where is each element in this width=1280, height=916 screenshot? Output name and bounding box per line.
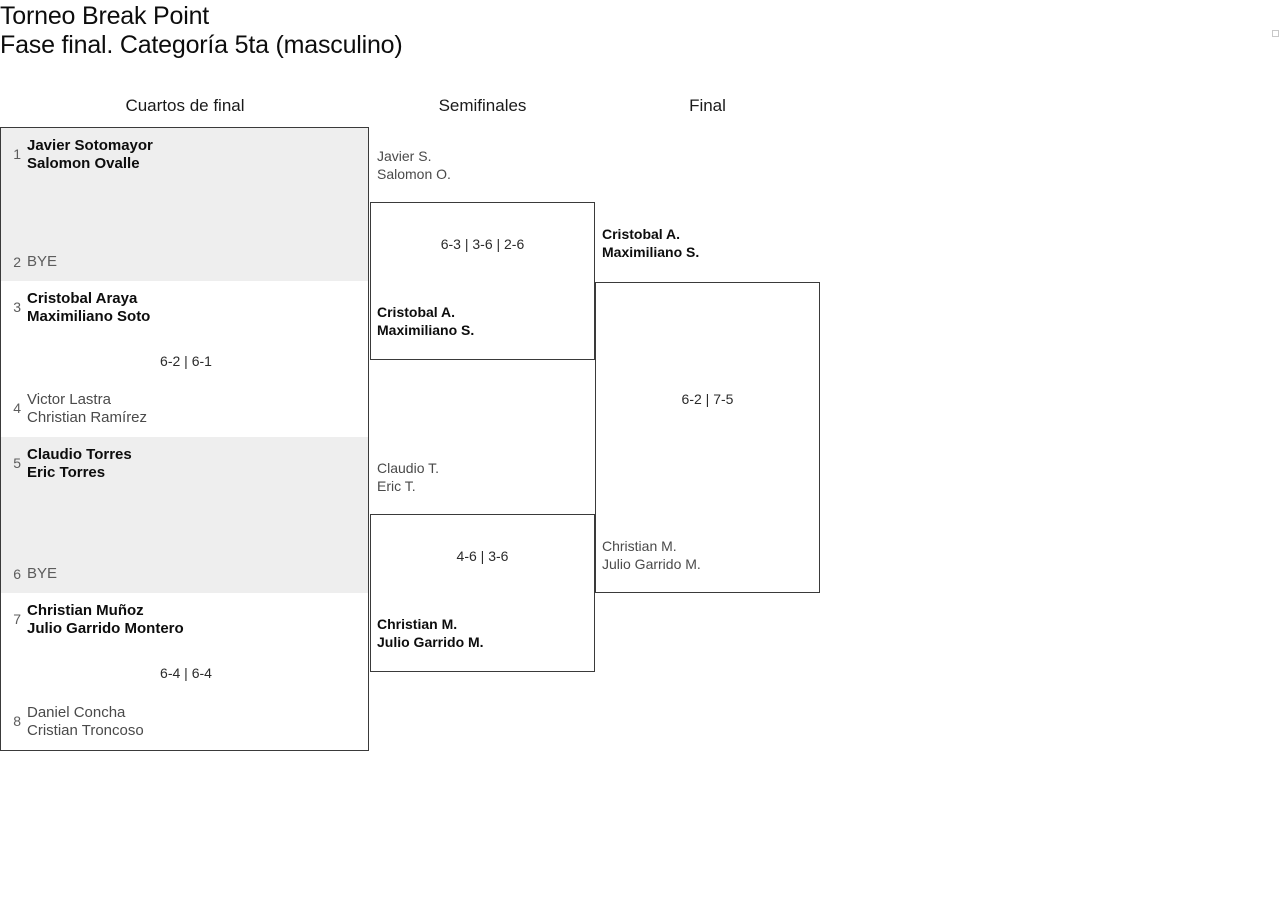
seed-number: 2 xyxy=(13,254,21,270)
final-slot-bottom[interactable]: Christian M. Julio Garrido M. xyxy=(602,537,820,573)
semifinal-match-1[interactable] xyxy=(370,202,595,360)
player-name: Julio Garrido M. xyxy=(377,634,484,650)
player-name: Christian M. xyxy=(602,538,677,554)
corner-square-marker xyxy=(1272,30,1279,37)
semifinal-1-slot-top[interactable]: Javier S. Salomon O. xyxy=(377,147,595,183)
team-names: Daniel Concha Cristian Troncoso xyxy=(27,704,370,740)
player-name: Claudio Torres xyxy=(27,446,132,463)
semifinal-2-slot-bottom[interactable]: Christian M. Julio Garrido M. xyxy=(377,615,595,651)
semifinal-1-score: 6-3 | 3-6 | 2-6 xyxy=(440,236,525,252)
player-name: Cristian Troncoso xyxy=(27,722,144,739)
quarterfinal-match-4[interactable]: 7 Christian Muñoz Julio Garrido Montero … xyxy=(0,593,369,751)
team-names: Christian Muñoz Julio Garrido Montero xyxy=(27,602,370,638)
player-name: Eric Torres xyxy=(27,464,106,481)
player-name: Cristobal A. xyxy=(602,226,681,242)
tournament-name: Torneo Break Point xyxy=(0,2,210,30)
tournament-title-block: Torneo Break Point Fase final. Categoría… xyxy=(0,2,900,60)
player-name: Cristobal Araya xyxy=(27,290,138,307)
final-score: 6-2 | 7-5 xyxy=(681,391,734,407)
player-name: Christian Ramírez xyxy=(27,409,148,426)
player-name: BYE xyxy=(27,253,58,270)
team-names: Javier Sotomayor Salomon Ovalle xyxy=(27,137,370,173)
player-name: Julio Garrido M. xyxy=(602,556,701,572)
match-slot-bottom[interactable]: 6 BYE xyxy=(1,565,370,583)
player-name: Maximiliano Soto xyxy=(27,308,151,325)
team-names: Victor Lastra Christian Ramírez xyxy=(27,391,370,427)
player-name: Christian Muñoz xyxy=(27,602,144,619)
player-name: Salomon O. xyxy=(377,166,451,182)
round-header-quarterfinals: Cuartos de final xyxy=(125,96,245,115)
player-name: Eric T. xyxy=(377,478,416,494)
match-slot-bottom[interactable]: 4 Victor Lastra Christian Ramírez xyxy=(1,391,370,427)
team-names: Cristobal Araya Maximiliano Soto xyxy=(27,290,370,326)
match-slot-top[interactable]: 7 Christian Muñoz Julio Garrido Montero xyxy=(1,602,370,638)
player-name: Javier Sotomayor xyxy=(27,137,153,154)
player-name: Cristobal A. xyxy=(377,304,456,320)
player-name: Julio Garrido Montero xyxy=(27,620,184,637)
player-name: Christian M. xyxy=(377,616,458,632)
player-name: Daniel Concha xyxy=(27,704,126,721)
tournament-subtitle: Fase final. Categoría 5ta (masculino) xyxy=(0,31,403,59)
match-score: 6-2 | 6-1 xyxy=(160,353,212,369)
player-name: Maximiliano S. xyxy=(602,244,700,260)
seed-number: 5 xyxy=(13,455,21,471)
seed-number: 8 xyxy=(13,713,21,729)
round-header-semifinals: Semifinales xyxy=(438,96,527,115)
seed-number: 4 xyxy=(13,400,21,416)
match-score: 6-4 | 6-4 xyxy=(160,665,212,681)
seed-number: 6 xyxy=(13,566,21,582)
team-names: Claudio Torres Eric Torres xyxy=(27,446,370,482)
player-name: Salomon Ovalle xyxy=(27,155,140,172)
quarterfinal-match-1[interactable]: 1 Javier Sotomayor Salomon Ovalle 2 BYE xyxy=(0,127,369,282)
player-name: BYE xyxy=(27,565,58,582)
round-header-final: Final xyxy=(689,96,726,115)
quarterfinal-match-2[interactable]: 3 Cristobal Araya Maximiliano Soto 6-2 |… xyxy=(0,281,369,438)
seed-number: 3 xyxy=(13,299,21,315)
player-name: Claudio T. xyxy=(377,460,440,476)
seed-number: 7 xyxy=(13,611,21,627)
semifinal-match-2[interactable] xyxy=(370,514,595,672)
team-names: BYE xyxy=(27,253,370,271)
match-slot-bottom[interactable]: 2 BYE xyxy=(1,253,370,271)
match-slot-top[interactable]: 1 Javier Sotomayor Salomon Ovalle xyxy=(1,137,370,173)
quarterfinal-match-3[interactable]: 5 Claudio Torres Eric Torres 6 BYE xyxy=(0,437,369,594)
player-name: Javier S. xyxy=(377,148,432,164)
player-name: Victor Lastra xyxy=(27,391,111,408)
team-names: BYE xyxy=(27,565,370,583)
player-name: Maximiliano S. xyxy=(377,322,475,338)
match-slot-top[interactable]: 5 Claudio Torres Eric Torres xyxy=(1,446,370,482)
final-match[interactable] xyxy=(595,282,820,593)
match-slot-top[interactable]: 3 Cristobal Araya Maximiliano Soto xyxy=(1,290,370,326)
seed-number: 1 xyxy=(13,146,21,162)
semifinal-1-slot-bottom[interactable]: Cristobal A. Maximiliano S. xyxy=(377,303,595,339)
semifinal-2-slot-top[interactable]: Claudio T. Eric T. xyxy=(377,459,595,495)
semifinal-2-score: 4-6 | 3-6 xyxy=(456,548,509,564)
match-slot-bottom[interactable]: 8 Daniel Concha Cristian Troncoso xyxy=(1,704,370,740)
final-slot-top[interactable]: Cristobal A. Maximiliano S. xyxy=(602,225,820,261)
